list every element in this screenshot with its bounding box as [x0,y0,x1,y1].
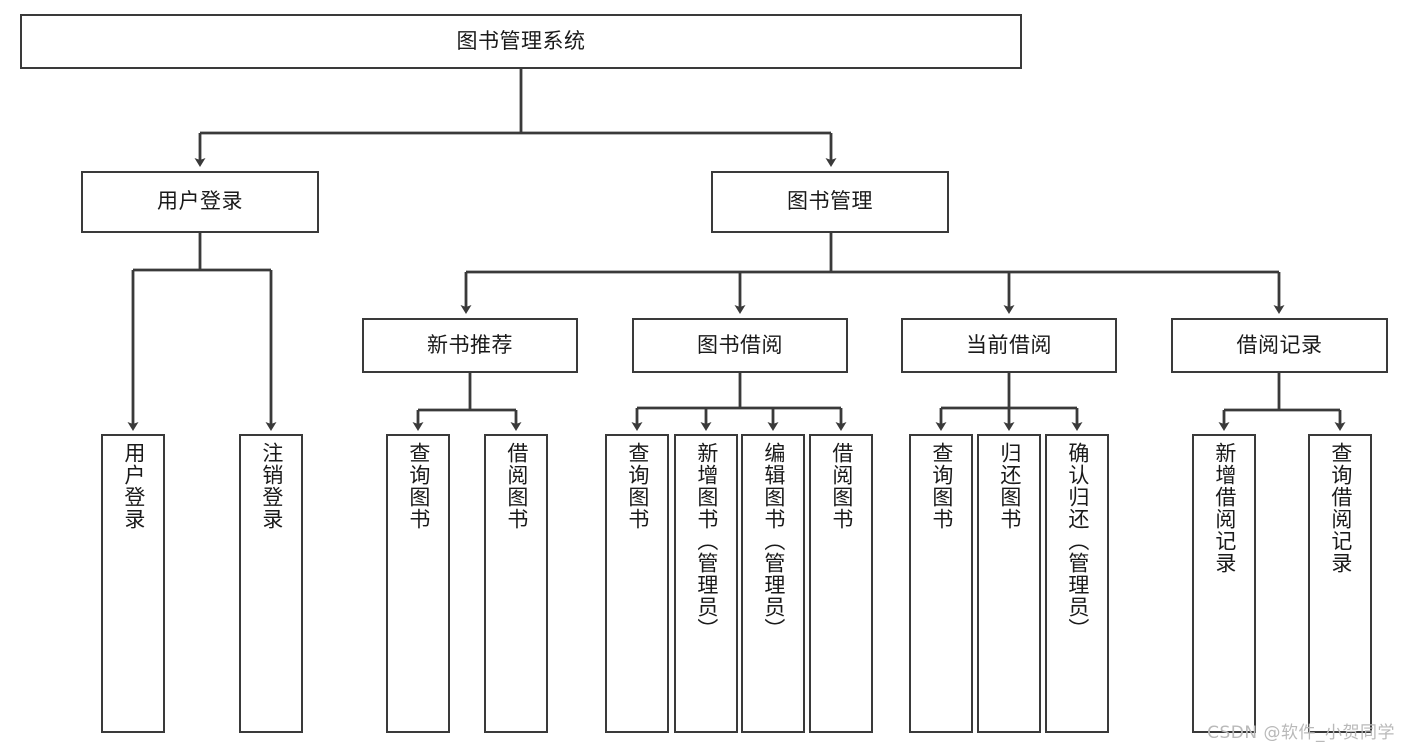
node-current-borrow[interactable]: 当前借阅 [901,318,1117,373]
node-leaf-query-book-1-label: 查询图书 [406,442,431,530]
csdn-watermark: CSDN @软件_小贺同学 [1207,723,1395,743]
node-leaf-edit-book-label: 编辑图书（管理员） [761,442,786,640]
node-leaf-query-record[interactable]: 查询借阅记录 [1308,434,1372,733]
node-leaf-add-record-label: 新增借阅记录 [1212,442,1237,574]
node-leaf-add-record[interactable]: 新增借阅记录 [1192,434,1256,733]
node-book-borrow[interactable]: 图书借阅 [632,318,848,373]
node-leaf-add-book-label: 新增图书（管理员） [694,442,719,640]
node-leaf-confirm-return[interactable]: 确认归还（管理员） [1045,434,1109,733]
node-borrow-record-label: 借阅记录 [1236,332,1323,357]
node-new-book-recommend-label: 新书推荐 [427,332,513,357]
node-current-borrow-label: 当前借阅 [966,332,1052,357]
node-leaf-edit-book[interactable]: 编辑图书（管理员） [741,434,805,733]
node-user-login[interactable]: 用户登录 [81,171,319,233]
node-leaf-query-book-2[interactable]: 查询图书 [605,434,669,733]
node-leaf-logout-label: 注销登录 [259,442,284,530]
node-leaf-logout[interactable]: 注销登录 [239,434,303,733]
node-leaf-query-book-1[interactable]: 查询图书 [386,434,450,733]
node-root-label: 图书管理系统 [456,28,586,53]
node-leaf-return-book-label: 归还图书 [997,442,1022,530]
node-book-manage[interactable]: 图书管理 [711,171,949,233]
node-leaf-borrow-book-1-label: 借阅图书 [504,442,529,530]
node-leaf-query-book-3-label: 查询图书 [929,442,954,530]
node-leaf-query-book-2-label: 查询图书 [625,442,650,530]
node-leaf-borrow-book-2[interactable]: 借阅图书 [809,434,873,733]
node-leaf-confirm-return-label: 确认归还（管理员） [1065,442,1090,640]
node-leaf-return-book[interactable]: 归还图书 [977,434,1041,733]
node-new-book-recommend[interactable]: 新书推荐 [362,318,578,373]
node-leaf-borrow-book-1[interactable]: 借阅图书 [484,434,548,733]
node-leaf-borrow-book-2-label: 借阅图书 [829,442,854,530]
node-leaf-query-book-3[interactable]: 查询图书 [909,434,973,733]
node-leaf-user-login-label: 用户登录 [121,442,146,530]
node-book-manage-label: 图书管理 [787,189,873,214]
node-leaf-add-book[interactable]: 新增图书（管理员） [674,434,738,733]
node-borrow-record[interactable]: 借阅记录 [1171,318,1388,373]
node-user-login-label: 用户登录 [157,189,243,214]
node-book-borrow-label: 图书借阅 [697,332,783,357]
node-root[interactable]: 图书管理系统 [20,14,1022,69]
node-leaf-query-record-label: 查询借阅记录 [1328,442,1353,574]
node-leaf-user-login[interactable]: 用户登录 [101,434,165,733]
